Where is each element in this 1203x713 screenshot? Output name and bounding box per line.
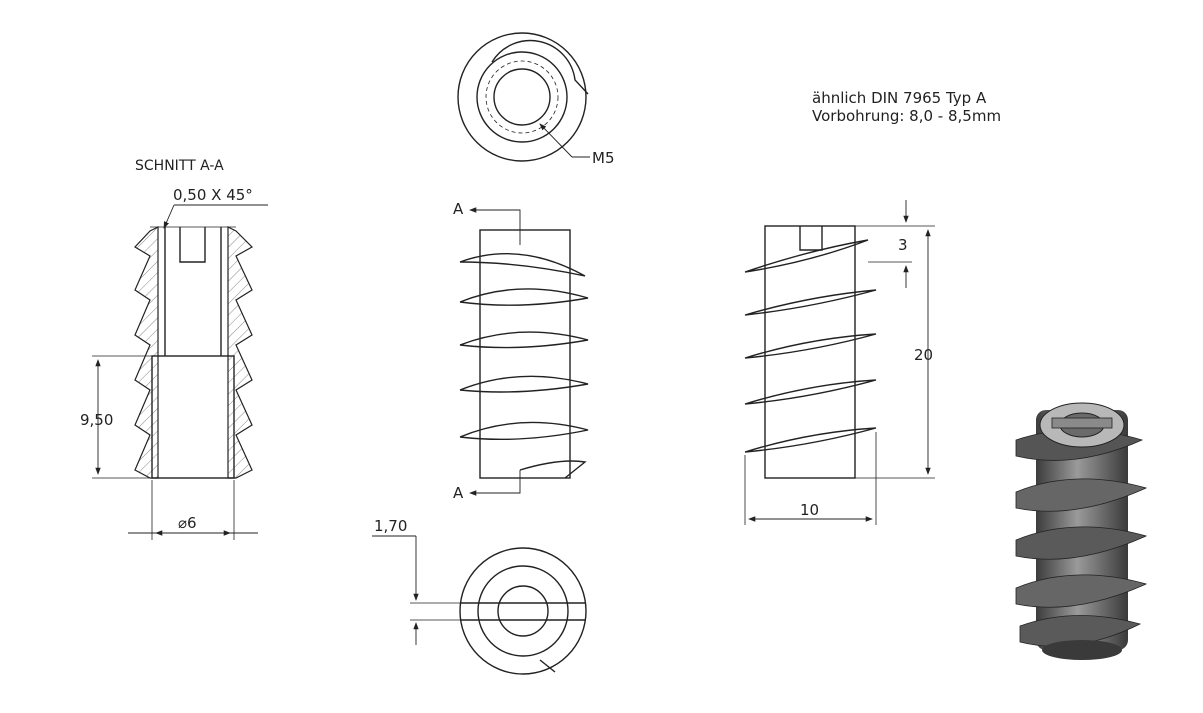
cut-label-bottom: A (453, 484, 464, 502)
side-view: 3 20 10 (744, 200, 935, 525)
slot-width-label: 1,70 (374, 517, 407, 535)
section-view: SCHNITT A-A 0,50 X 45° 9,50 ⌀6 (80, 158, 268, 540)
head-height-label: 3 (898, 236, 908, 254)
section-right-wall (227, 226, 253, 479)
diameter-label: ⌀6 (178, 514, 197, 532)
section-left-wall (134, 226, 159, 479)
front-body (479, 229, 571, 479)
front-view: A A (453, 200, 589, 502)
chamfer-label: 0,50 X 45° (173, 186, 253, 204)
notes: ähnlich DIN 7965 Typ A Vorbohrung: 8,0 -… (812, 89, 1001, 125)
norm-note: ähnlich DIN 7965 Typ A (812, 89, 987, 107)
side-body (764, 225, 856, 479)
bottom-view: 1,70 (372, 517, 587, 675)
thread-label: M5 (592, 149, 615, 167)
length-label: 20 (914, 346, 933, 364)
top-view: M5 (457, 32, 615, 167)
predrill-note: Vorbohrung: 8,0 - 8,5mm (812, 107, 1001, 125)
section-title: SCHNITT A-A (135, 158, 224, 174)
insert-render (1015, 402, 1148, 660)
width-label: 10 (800, 501, 819, 519)
bore-depth-label: 9,50 (80, 411, 113, 429)
bore (151, 355, 235, 479)
bottom-outer-circle (459, 547, 587, 675)
top-outer-circle (457, 32, 587, 162)
slot (179, 227, 206, 263)
cut-label-top: A (453, 200, 464, 218)
